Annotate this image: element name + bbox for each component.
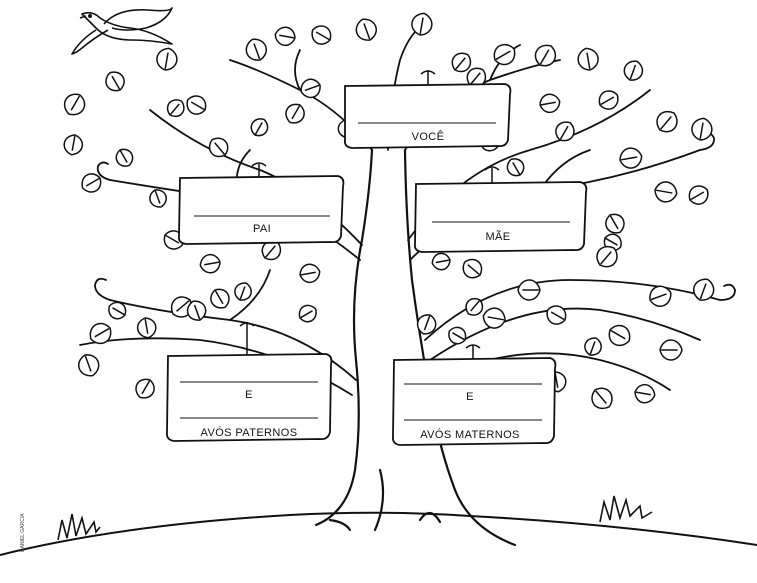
- leaf-icon: [633, 383, 656, 404]
- leaf-icon: [105, 299, 129, 322]
- leaf-icon: [621, 58, 645, 83]
- bird-icon: [72, 8, 172, 54]
- leaf-icon: [282, 100, 308, 126]
- leaf-icon: [60, 90, 88, 119]
- sign-mother: MÃE: [415, 182, 587, 252]
- leaf-icon: [482, 306, 507, 329]
- leaf-icon: [274, 26, 297, 47]
- leaf-icon: [136, 316, 157, 339]
- leaf-icon: [353, 16, 379, 43]
- sign-paternal-grandparents: E AVÓS PATERNOS: [167, 354, 332, 441]
- leaf-icon: [490, 40, 519, 68]
- leaf-icon: [605, 321, 634, 349]
- leaf-icon: [296, 302, 320, 325]
- grass-tuft-icon: [600, 496, 652, 522]
- leaf-icon: [652, 107, 681, 137]
- leaf-icon: [690, 117, 713, 142]
- leaf-icon: [445, 324, 469, 347]
- leaf-icon: [298, 263, 321, 284]
- leaf-icon: [102, 68, 128, 94]
- leaf-icon: [576, 47, 599, 72]
- leaf-icon: [587, 384, 616, 414]
- leaf-icon: [243, 36, 269, 63]
- leaf-icon: [232, 280, 253, 302]
- leaf-icon: [459, 255, 486, 282]
- sign-maternal-label: AVÓS MATERNOS: [420, 428, 520, 441]
- sign-paternal-label: AVÓS PATERNOS: [201, 426, 298, 439]
- sign-maternal-grandparents: E AVÓS MATERNOS: [393, 358, 556, 445]
- sign-paternal-connector: E: [245, 389, 253, 401]
- leaf-icon: [183, 92, 209, 118]
- leaf-icon: [653, 180, 678, 203]
- leaf-icon: [543, 302, 569, 328]
- leaf-icon: [113, 146, 136, 170]
- leaf-icon: [660, 340, 682, 360]
- leaves-group: [60, 12, 717, 414]
- leaf-icon: [164, 96, 188, 120]
- leaf-icon: [602, 210, 628, 236]
- leaf-icon: [147, 187, 168, 209]
- sign-you-label: VOCÊ: [412, 130, 445, 143]
- leaf-icon: [647, 283, 674, 309]
- leaf-icon: [132, 375, 158, 401]
- leaf-icon: [248, 115, 271, 139]
- leaf-icon: [207, 285, 233, 311]
- sign-father-label: PAI: [253, 223, 271, 235]
- leaf-icon: [431, 252, 452, 271]
- sign-you: VOCÊ: [345, 84, 511, 148]
- leaf-icon: [691, 276, 717, 303]
- leaf-icon: [582, 335, 603, 357]
- leaf-icon: [199, 253, 222, 274]
- leaf-icon: [685, 182, 711, 208]
- leaf-icon: [518, 280, 540, 300]
- leaf-icon: [63, 133, 84, 156]
- leaf-icon: [618, 146, 643, 169]
- illustrator-credit: DANIEL GARCIA: [20, 513, 26, 552]
- leaf-icon: [552, 118, 578, 144]
- leaf-icon: [462, 295, 486, 319]
- leaf-icon: [595, 87, 621, 113]
- leaf-icon: [76, 352, 102, 379]
- leaf-icon: [415, 312, 439, 337]
- leaf-icon: [538, 93, 561, 114]
- sign-father: PAI: [179, 176, 344, 244]
- leaf-icon: [298, 76, 323, 100]
- sign-mother-label: MÃE: [485, 230, 510, 243]
- leaf-icon: [155, 47, 178, 72]
- sign-maternal-connector: E: [466, 391, 474, 403]
- leaf-icon: [308, 22, 334, 48]
